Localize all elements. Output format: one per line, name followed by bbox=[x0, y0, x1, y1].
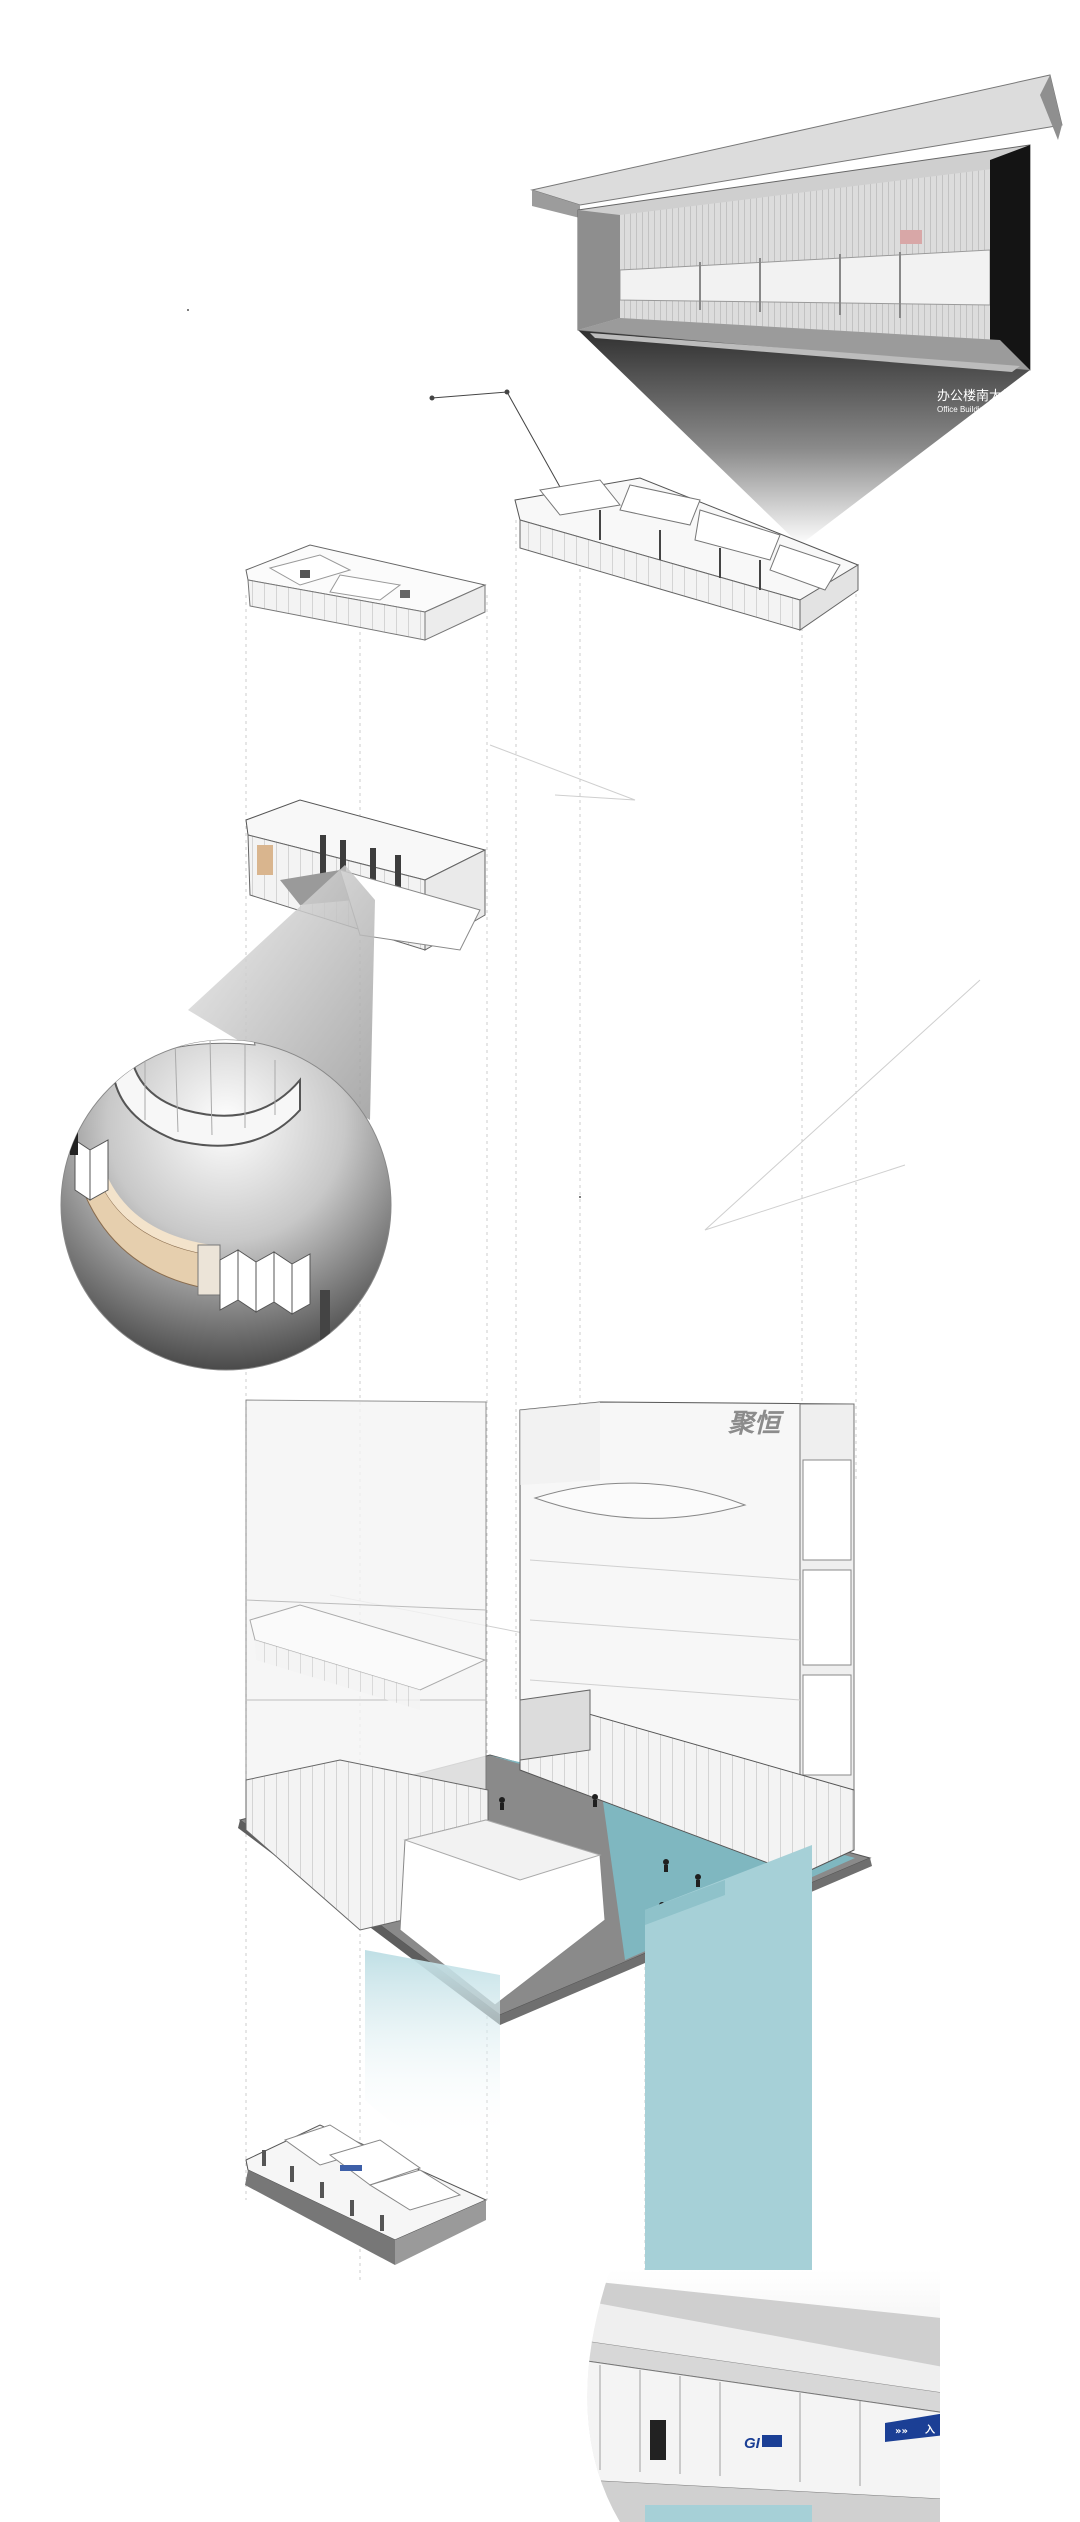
tower-assembly: 聚恒 bbox=[238, 1399, 872, 2350]
plaza-projection-beam bbox=[645, 1845, 812, 2350]
tower-brand-mark: 聚恒 bbox=[727, 1409, 785, 1439]
lower-lobby-brand-mark: GI bbox=[744, 2435, 761, 2452]
lobby-funnel-shadow bbox=[578, 330, 1030, 545]
lobby-label-en: Office Building So bbox=[937, 405, 1001, 414]
wayfinding-sign bbox=[885, 2413, 940, 2442]
lower-lobby-ceiling bbox=[587, 2280, 940, 2370]
person-icon bbox=[499, 1797, 505, 1810]
person-icon bbox=[592, 1794, 598, 1807]
sky-bridge-lens bbox=[533, 1482, 747, 1519]
reception-detail-callout bbox=[60, 865, 392, 1371]
wayfinding-sign-arrows: »» bbox=[895, 2426, 908, 2437]
lobby-perspective-view: 办公楼南大堂 Office Building So bbox=[530, 74, 1063, 545]
leader-line bbox=[429, 389, 561, 488]
curved-glass-wall bbox=[111, 1040, 301, 1147]
plaza-ground bbox=[488, 1755, 855, 1960]
person-icon bbox=[663, 1859, 669, 1872]
left-upper-floor-plate bbox=[245, 544, 487, 641]
zoom-cone bbox=[188, 865, 375, 1120]
stray-dot bbox=[187, 309, 189, 311]
stray-dot bbox=[579, 1196, 581, 1198]
lobby-floor bbox=[578, 318, 1030, 370]
wayfinding-sign-text: 入 bbox=[925, 2424, 935, 2436]
lower-lobby-perspective: GI »» 入 bbox=[587, 2270, 940, 2522]
lobby-label-zh: 办公楼南大堂 bbox=[937, 388, 1015, 404]
basement-light-mist bbox=[365, 1950, 500, 2145]
basement-floor-plate bbox=[245, 2124, 488, 2265]
right-upper-floor-plate bbox=[514, 477, 860, 631]
person-icon bbox=[695, 1874, 701, 1887]
